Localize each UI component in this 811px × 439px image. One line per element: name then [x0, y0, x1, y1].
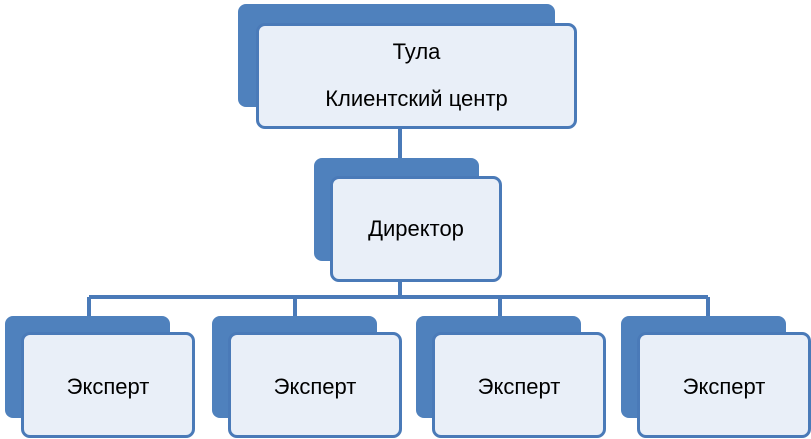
expert-label: Эксперт	[477, 374, 561, 399]
org-node-expert-1: Эксперт	[5, 316, 195, 438]
root-city-label: Тула	[392, 39, 441, 64]
org-node-expert-3: Эксперт	[416, 316, 606, 438]
org-node-director: Директор	[314, 158, 502, 282]
expert-label: Эксперт	[273, 374, 357, 399]
org-node-expert-4: Эксперт	[621, 316, 811, 438]
node-box	[637, 332, 811, 438]
node-box	[432, 332, 606, 438]
org-node-expert-2: Эксперт	[212, 316, 402, 438]
org-node-root: Тула Клиентский центр	[238, 4, 577, 129]
node-box	[228, 332, 402, 438]
node-box	[256, 23, 577, 129]
root-center-label: Клиентский центр	[325, 86, 508, 111]
node-box	[330, 176, 502, 282]
node-box	[21, 332, 195, 438]
expert-label: Эксперт	[66, 374, 150, 399]
expert-label: Эксперт	[682, 374, 766, 399]
director-label: Директор	[368, 216, 464, 241]
